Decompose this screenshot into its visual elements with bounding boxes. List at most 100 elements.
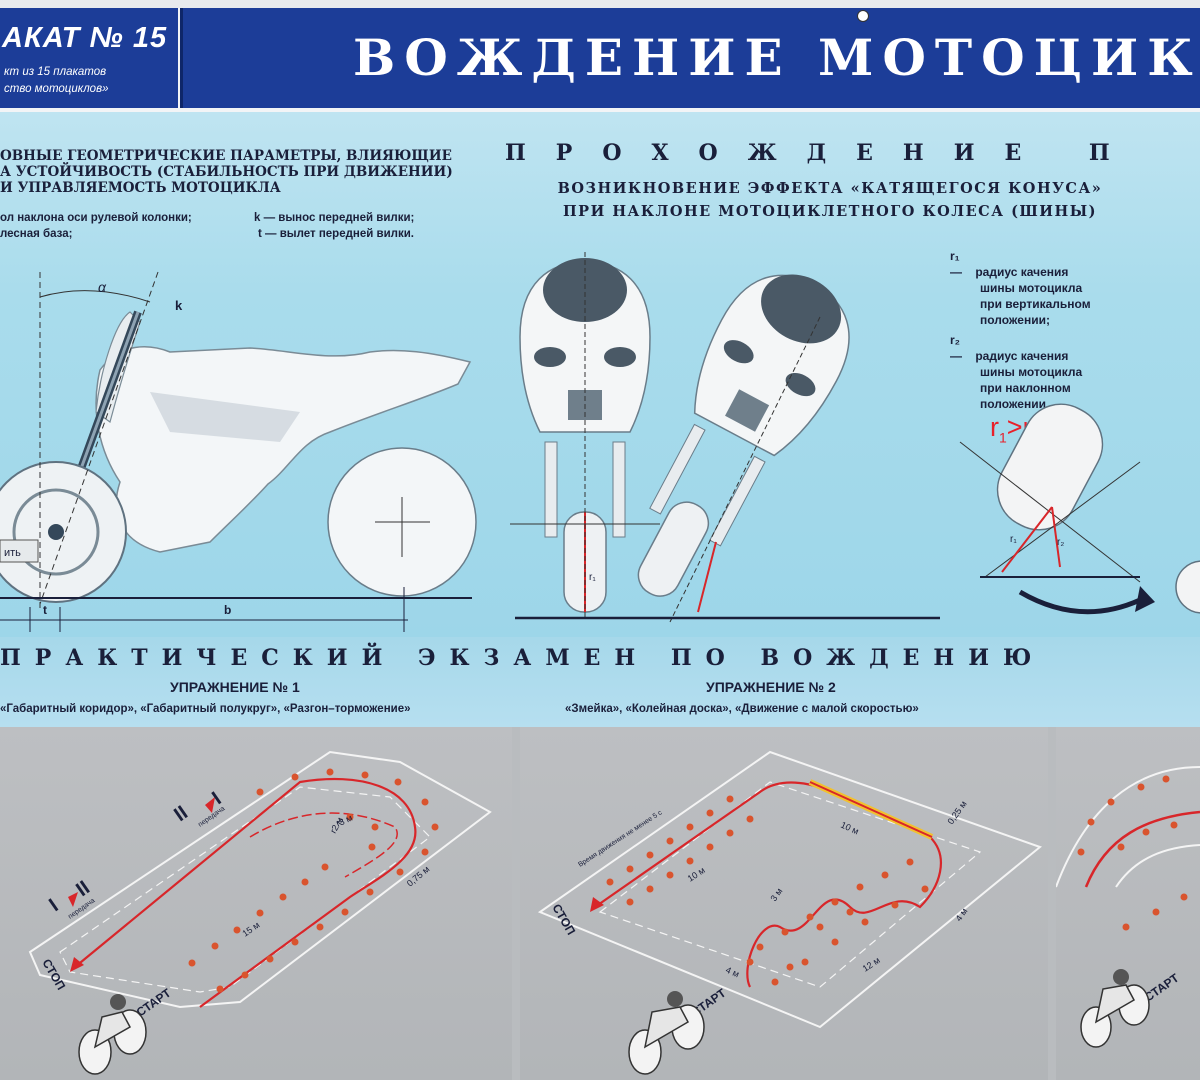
cone-r1-line: [1001, 506, 1053, 573]
cone-r1-label: r₁: [1010, 534, 1017, 545]
passage-heading: ПРОХОЖДЕНИЕ П: [505, 140, 1140, 166]
poster-number-box: АКАТ № 15 кт из 15 плакатов ство мотоцик…: [0, 8, 178, 108]
r1-text-line: шины мотоцикла: [980, 281, 1083, 295]
tilted-tire: [996, 403, 1104, 531]
exercise-2-panel: [520, 727, 1048, 1080]
cone-row: [188, 768, 439, 993]
course-1-diagram: II I передача I II передача r2 м r3 м 0,…: [28, 750, 492, 1075]
poster-header: АКАТ № 15 кт из 15 плакатов ство мотоцик…: [0, 0, 1200, 112]
hanging-ring-icon: [857, 10, 869, 22]
exercise-1-subtitle: «Габаритный коридор», «Габаритный полукр…: [0, 703, 411, 715]
spacing-3-label: 3 м: [768, 886, 784, 903]
alpha-arc: [39, 290, 151, 303]
motorcycle-geometry-diagram: α k t b ить: [0, 271, 477, 632]
front-brake-disc: [12, 488, 100, 576]
poster-subtitle-1: кт из 15 плакатов: [4, 66, 107, 78]
cone-title-1: ВОЗНИКНОВЕНИЕ ЭФФЕКТА «КАТЯЩЕГОСЯ КОНУСА…: [557, 180, 1103, 197]
exam-heading: ПРАКТИЧЕСКИЙ ЭКЗАМЕН ПО ВОЖДЕНИЮ: [0, 645, 1046, 671]
cone-line: [959, 441, 1141, 583]
r2-text-line: при наклонном: [980, 381, 1071, 395]
course-3-route: [1084, 810, 1200, 888]
r1-text-line: положении;: [980, 313, 1050, 327]
geometry-title-line: И УПРАВЛЯЕМОСТЬ МОТОЦИКЛА: [0, 180, 281, 196]
r1-label: r₁ —: [950, 249, 962, 279]
legend-item: ол наклона оси рулевой колонки;: [0, 212, 192, 224]
legend-item: t — вылет передней вилки.: [258, 228, 414, 240]
course-1-route: [74, 777, 417, 1008]
poster-title: ВОЖДЕНИЕ МОТОЦИКЛ: [353, 28, 1200, 87]
legend-left: ол наклона оси рулевой колонки; лесная б…: [0, 212, 192, 240]
course-1-route-inner: [249, 812, 398, 878]
stop-label: СТОП: [39, 957, 68, 993]
svg-text:II: II: [170, 802, 192, 826]
width-4-label: 4 м: [953, 906, 969, 923]
geometry-title: ОВНЫЕ ГЕОМЕТРИЧЕСКИЕ ПАРАМЕТРЫ, ВЛИЯЮЩИЕ…: [0, 148, 462, 196]
rolling-cone-diagram: r₁: [510, 252, 940, 623]
top-strip: [0, 0, 1200, 8]
svg-text:I: I: [45, 895, 62, 916]
next-wheel-partial: [1175, 560, 1200, 614]
cone-wheel-detail: r₁ r₂: [959, 403, 1200, 615]
r1-text-line: радиус качения: [975, 265, 1069, 279]
exercise-2-subtitle: «Змейка», «Колейная доска», «Движение с …: [565, 703, 919, 715]
exercise-1-panel: [0, 727, 512, 1080]
b-label: b: [224, 603, 231, 617]
board-width-label: 0,25 м: [945, 799, 968, 826]
cone-title-2: ПРИ НАКЛОНЕ МОТОЦИКЛЕТНОГО КОЛЕСА (ШИНЫ): [562, 203, 1097, 220]
gear-two-sign: II I передача: [170, 788, 226, 829]
motorcyclist-icon: [78, 994, 147, 1075]
leaning-axis: [669, 316, 821, 623]
rotation-arrowhead: [1135, 586, 1155, 612]
geometry-title-line: А УСТОЙЧИВОСТЬ (СТАБИЛЬНОСТЬ ПРИ ДВИЖЕНИ…: [0, 164, 453, 180]
tank-shading: [150, 392, 300, 442]
cone-row-2: [606, 795, 929, 986]
tag-box: [0, 539, 39, 563]
r2-text-line: положении.: [980, 397, 1050, 411]
alpha-label: α: [98, 279, 107, 295]
motorcyclist-icon-2: [628, 991, 705, 1075]
geometry-title-line: ОВНЫЕ ГЕОМЕТРИЧЕСКИЕ ПАРАМЕТРЫ, ВЛИЯЮЩИЕ: [0, 148, 452, 164]
tag-text: ить: [4, 547, 21, 559]
course-3-inner: [1115, 844, 1200, 888]
lower-panel: II I передача I II передача r2 м r3 м 0,…: [0, 727, 1200, 1080]
legend-item: лесная база;: [0, 228, 73, 240]
course-3-outline: [1056, 766, 1200, 888]
front-hub: [48, 524, 64, 540]
length-15-label: 15 м: [240, 920, 261, 939]
leaning-r2: [697, 541, 717, 613]
upright-motorcycle-front: r₁: [510, 252, 660, 617]
motorcyclist-icon-3: [1080, 969, 1150, 1048]
course-2-outline: [537, 750, 1043, 1029]
wheel-r1-label: r₁: [589, 572, 596, 583]
course-2-diagram: Время движения не менее 5 с 10 м 0,25 м …: [537, 750, 1043, 1075]
r2-label: r₂ —: [950, 333, 962, 363]
exam-band: ПРАКТИЧЕСКИЙ ЭКЗАМЕН ПО ВОЖДЕНИЮ УПРАЖНЕ…: [0, 637, 1200, 727]
route-arrowhead: [70, 957, 84, 972]
cone-row-3: [1077, 775, 1188, 931]
cone-line-2: [984, 461, 1141, 578]
stop-label-2: СТОП: [549, 902, 578, 938]
k-label: k: [175, 298, 183, 313]
title-bar: ВОЖДЕНИЕ МОТОЦИКЛ: [180, 8, 1200, 108]
r2-text-line: шины мотоцикла: [980, 365, 1083, 379]
time-note: Время движения не менее 5 с: [577, 809, 664, 869]
rotation-arrow: [1018, 589, 1142, 615]
course-1-inner: [59, 786, 431, 993]
cone-r2-label: r₂: [1057, 537, 1064, 548]
board-red: [809, 781, 933, 838]
spacing-4-label: 4 м: [724, 965, 741, 980]
board-length-label: 10 м: [839, 820, 860, 837]
poster-number: АКАТ № 15: [2, 22, 168, 54]
cone-r2-line: [1051, 506, 1061, 568]
leaning-motorcycle-front: [637, 274, 850, 597]
course-3-diagram: СТАРТ: [1056, 766, 1200, 1048]
exercise-1-title: УПРАЖНЕНИЕ № 1: [170, 679, 300, 695]
legend-item: k — вынос передней вилки;: [254, 212, 415, 224]
r2-text-line: радиус качения: [975, 349, 1069, 363]
exercise-2-title: УПРАЖНЕНИЕ № 2: [706, 679, 836, 695]
steering-axis-line: [39, 271, 159, 605]
r1-text-line: при вертикальном: [980, 297, 1091, 311]
radius-note: r₁ — радиус качения шины мотоцикла при в…: [950, 248, 1150, 412]
course-1-outline: [28, 750, 492, 1009]
legend-right: k — вынос передней вилки; t — вылет пере…: [254, 212, 414, 240]
